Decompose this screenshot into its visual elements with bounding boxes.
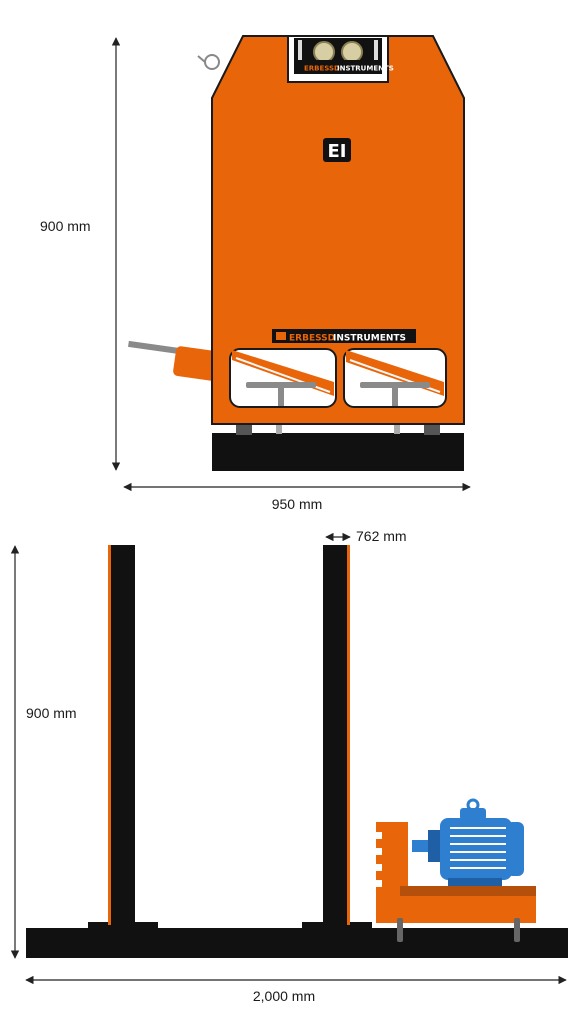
- left-column: [111, 545, 135, 925]
- logo-mid-mark: [276, 332, 286, 340]
- electric-motor: [412, 798, 524, 886]
- lifting-hook: [204, 54, 220, 70]
- front-window-left: [229, 348, 337, 408]
- front-leveler-right: [394, 420, 400, 434]
- front-width-label: 950 mm: [272, 496, 323, 512]
- front-foot-left: [236, 423, 252, 435]
- ei-badge: EI: [328, 141, 347, 162]
- front-cabinet-body: [211, 35, 465, 425]
- motor-frame: [376, 822, 536, 923]
- right-column: [323, 545, 347, 925]
- side-length-label: 2,000 mm: [253, 988, 315, 1004]
- front-base-plate: [212, 433, 464, 471]
- logo-mid-bg: [272, 329, 416, 343]
- left-column-flange: [88, 922, 158, 930]
- front-height-label: 900 mm: [40, 218, 91, 234]
- front-foot-right: [424, 423, 440, 435]
- side-base-plate: [26, 928, 568, 958]
- logo-top-suffix: INSTRUMENTS: [337, 65, 394, 73]
- logo-mid-suffix: INSTRUMENTS: [333, 334, 406, 344]
- front-view: ERBESSD INSTRUMENTS EI ERBESSD INSTRUMEN…: [40, 35, 471, 512]
- ei-badge-bg: [323, 138, 351, 162]
- left-column-edge: [108, 545, 111, 925]
- logo-top-brand: ERBESSD: [304, 65, 340, 73]
- motor-leg-left: [397, 918, 403, 942]
- column-width-label: 762 mm: [356, 528, 407, 544]
- right-column-edge: [347, 545, 350, 925]
- logo-mid-brand: ERBESSD: [289, 334, 335, 344]
- roller-right: [341, 41, 363, 63]
- motor-eyebolt: [466, 798, 480, 812]
- roller-left: [313, 41, 335, 63]
- front-window-right: [343, 348, 447, 408]
- right-column-flange: [302, 922, 372, 930]
- front-leveler-left: [276, 420, 282, 434]
- top-window: ERBESSD INSTRUMENTS: [287, 35, 394, 83]
- side-height-label: 900 mm: [26, 705, 77, 721]
- side-view: 900 mm 762 mm 2,000 mm: [10, 528, 568, 1004]
- motor-leg-right: [514, 918, 520, 942]
